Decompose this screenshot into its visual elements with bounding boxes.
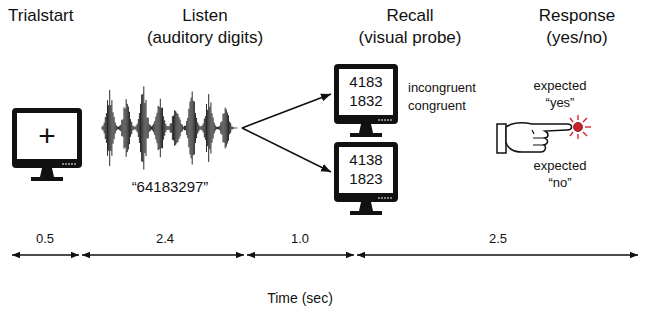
time-span-arrow (82, 254, 244, 256)
screen-text: 1823 (349, 170, 382, 189)
button-dot (71, 163, 73, 165)
response-button (574, 123, 583, 132)
button-dot (384, 197, 386, 199)
condition-label: incongruent (408, 80, 476, 96)
button-dot (381, 119, 383, 121)
screen-text: 1832 (349, 92, 382, 111)
phase-subheading: (auditory digits) (147, 28, 263, 48)
digit-sequence: “64183297” (132, 178, 209, 197)
phase-heading: Listen (182, 6, 227, 26)
pointing-hand (506, 123, 572, 152)
monitor-buttons (61, 162, 77, 166)
duration-value: 1.0 (291, 231, 309, 247)
button-dot (384, 119, 386, 121)
screen-text: 4183 (349, 73, 382, 92)
button-dot (390, 119, 392, 121)
monitor-stand (27, 168, 67, 182)
phase-heading: Response (539, 6, 616, 26)
time-span-arrow (357, 254, 638, 256)
probe-monitor: 41831832 (334, 64, 398, 124)
monitor-stand (346, 202, 386, 216)
stand-shape (350, 202, 382, 215)
phase-subheading: (yes/no) (546, 28, 607, 48)
duration-value: 2.4 (156, 231, 174, 247)
button-burst (570, 115, 591, 139)
time-span-arrow (247, 254, 354, 256)
auditory-waveform: “64183297” (100, 78, 240, 197)
button-dot (390, 197, 392, 199)
flow-arrow (242, 94, 331, 128)
condition-label: congruent (408, 98, 466, 114)
stand-shape (31, 168, 63, 181)
button-dot (62, 163, 64, 165)
button-dot (68, 163, 70, 165)
phase-subheading: (visual probe) (359, 28, 462, 48)
screen-text: 4138 (349, 151, 382, 170)
flow-arrow (242, 128, 331, 172)
monitor-buttons (377, 118, 393, 122)
button-dot (381, 197, 383, 199)
response-label: “no” (548, 175, 571, 191)
monitor-stand (346, 124, 386, 138)
response-label: “yes” (546, 95, 575, 111)
time-span-arrow (12, 254, 79, 256)
button-dot (387, 119, 389, 121)
hand-icon (497, 115, 591, 153)
button-dot (378, 197, 380, 199)
button-dot (378, 119, 380, 121)
duration-value: 0.5 (36, 231, 54, 247)
finger-lines (532, 130, 545, 145)
axis-title: Time (sec) (267, 290, 333, 307)
stand-shape (350, 124, 382, 137)
button-dot (74, 163, 76, 165)
phase-heading: Recall (386, 6, 433, 26)
timeline (12, 254, 638, 256)
phase-heading: Trialstart (8, 6, 74, 26)
response-label: expected (534, 158, 587, 174)
response-label: expected (534, 78, 587, 94)
screen-text: + (38, 117, 56, 155)
button-dot (65, 163, 67, 165)
cuff (497, 124, 506, 153)
waveform-graphic (100, 78, 240, 178)
button-dot (387, 197, 389, 199)
monitor-buttons (377, 196, 393, 200)
fixation-monitor: + (12, 108, 82, 168)
waveform-path (102, 86, 237, 169)
duration-value: 2.5 (489, 231, 507, 247)
probe-monitor: 41381823 (334, 142, 398, 202)
